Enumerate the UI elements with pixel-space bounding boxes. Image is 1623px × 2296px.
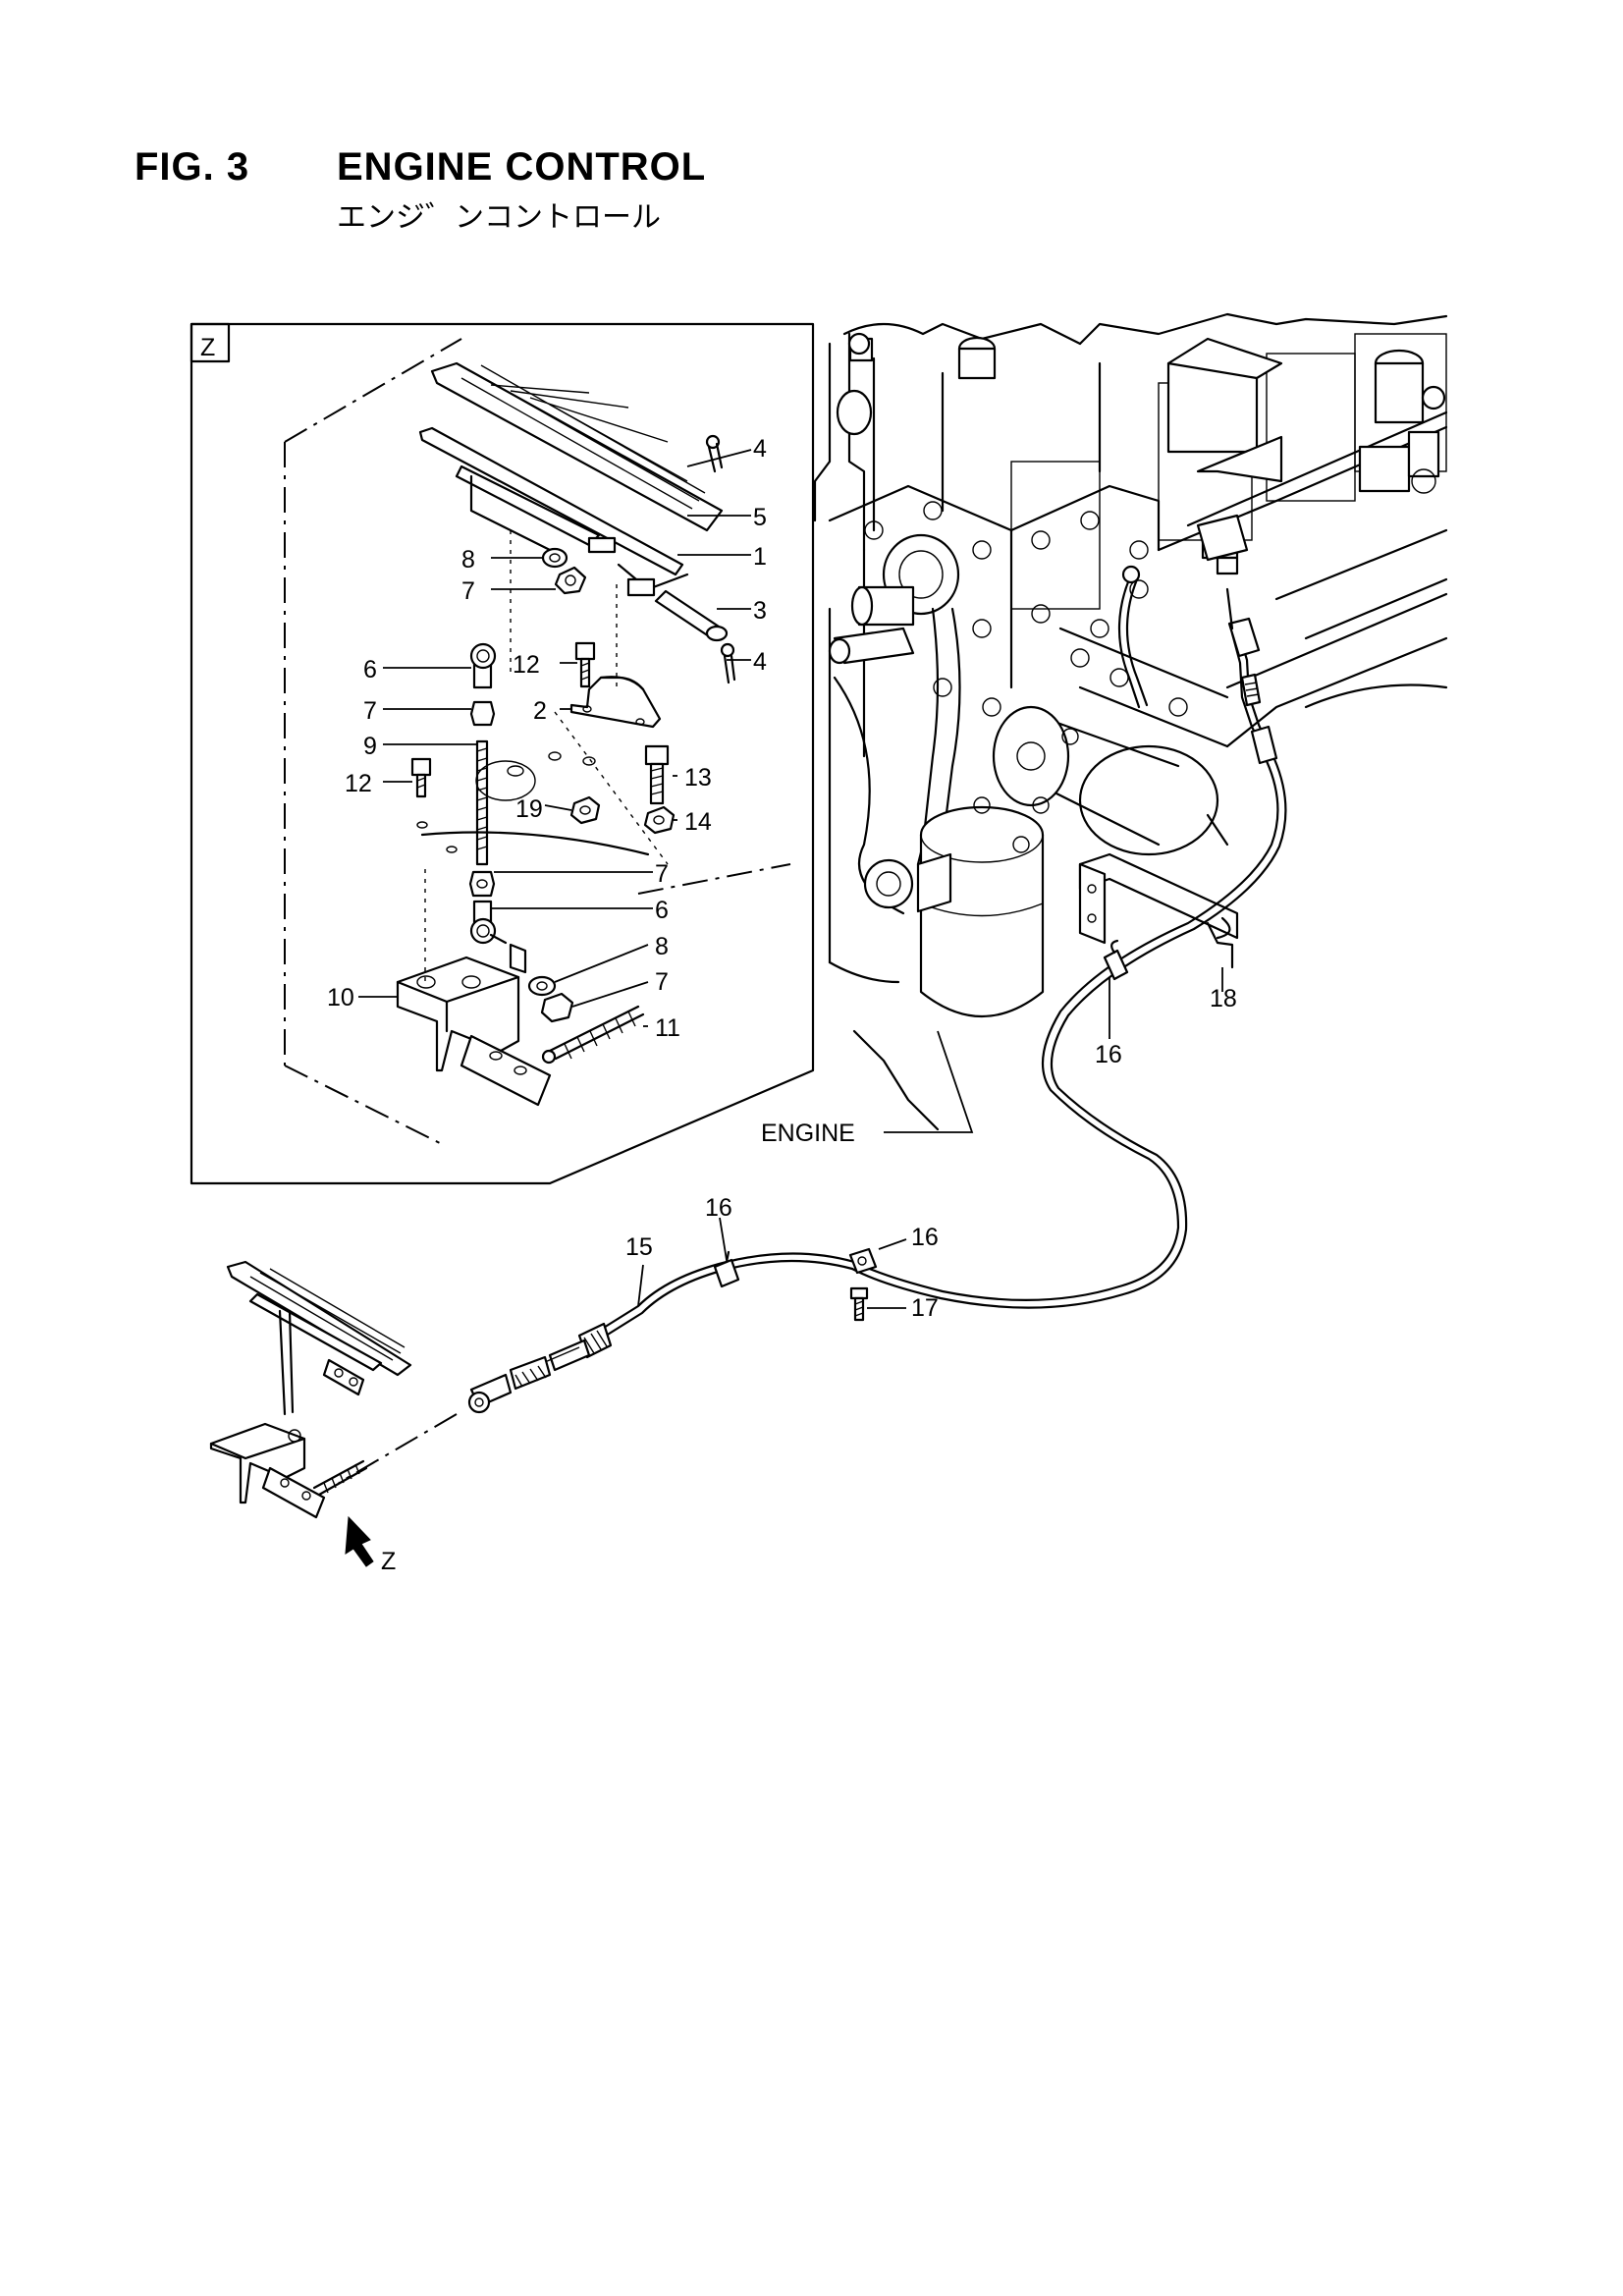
callout-12: 12 bbox=[345, 770, 372, 797]
ball-joint-6b bbox=[469, 900, 508, 945]
screw-17 bbox=[849, 1286, 869, 1322]
detail-view-frame: Z bbox=[189, 322, 815, 1185]
detail-view-label: Z bbox=[200, 334, 215, 361]
callout-3: 3 bbox=[753, 597, 767, 625]
callout-11: 11 bbox=[655, 1014, 680, 1042]
callout-17: 17 bbox=[911, 1294, 939, 1322]
cotter-pin-4a bbox=[705, 434, 724, 473]
callout-19: 19 bbox=[515, 795, 543, 823]
callout-6: 6 bbox=[655, 897, 669, 924]
cable-clamp-16a bbox=[1103, 939, 1129, 981]
callout-13: 13 bbox=[684, 764, 712, 792]
accelerator-pedal-detail bbox=[418, 361, 724, 597]
cable-clamp-16b bbox=[713, 1250, 740, 1288]
washer-8a bbox=[541, 547, 568, 569]
figure-number: FIG. 3 bbox=[135, 145, 250, 189]
callout-8: 8 bbox=[655, 933, 669, 960]
engine-label: ENGINE bbox=[761, 1030, 974, 1147]
callout-16: 16 bbox=[705, 1194, 732, 1222]
cotter-pin-4b bbox=[720, 642, 736, 684]
hinge-bracket-2 bbox=[569, 676, 662, 729]
callout-7: 7 bbox=[363, 697, 377, 725]
callout-2: 2 bbox=[533, 697, 547, 725]
nut-7a bbox=[554, 566, 587, 595]
view-z-arrow: Z bbox=[345, 1515, 396, 1575]
callout-14: 14 bbox=[684, 808, 712, 836]
figure-title: ENGINE CONTROL bbox=[337, 145, 707, 189]
callout-8: 8 bbox=[461, 546, 475, 574]
washer-8b bbox=[527, 975, 557, 997]
nut-7c bbox=[468, 870, 496, 898]
cable-clamp-16c bbox=[848, 1247, 878, 1275]
floor-plate bbox=[416, 751, 650, 856]
pin-3 bbox=[654, 589, 729, 642]
callout-16: 16 bbox=[911, 1224, 939, 1251]
nut-7b bbox=[469, 700, 496, 727]
callout-12: 12 bbox=[513, 651, 540, 679]
engine-block bbox=[813, 312, 1448, 1131]
bolt-13 bbox=[644, 744, 670, 805]
detail-leaders bbox=[358, 449, 752, 1027]
bolt-12b bbox=[410, 757, 432, 798]
callout-5: 5 bbox=[753, 504, 767, 531]
cable-adjuster bbox=[467, 1322, 613, 1414]
figure-subtitle: エンジ゛ンコントロール bbox=[337, 200, 661, 235]
callout-1: 1 bbox=[753, 543, 767, 571]
nut-7d bbox=[540, 992, 574, 1023]
callout-7: 7 bbox=[461, 577, 475, 605]
callout-16: 16 bbox=[1095, 1041, 1122, 1068]
callout-10: 10 bbox=[327, 984, 354, 1011]
engine-side-cable-end bbox=[1117, 514, 1278, 765]
callout-4: 4 bbox=[753, 435, 767, 463]
nut-19 bbox=[569, 795, 601, 825]
bolt-12a bbox=[574, 641, 596, 688]
callout-9: 9 bbox=[363, 733, 377, 760]
callout-6: 6 bbox=[363, 656, 377, 683]
engine-label-text: ENGINE bbox=[761, 1120, 855, 1147]
callout-15: 15 bbox=[625, 1233, 653, 1261]
main-leaders bbox=[637, 967, 1223, 1309]
view-arrow-label: Z bbox=[381, 1548, 396, 1575]
callout-labels: 4 5 1 3 4 8 7 6 12 2 7 9 13 12 19 14 7 6… bbox=[327, 435, 1237, 1322]
callout-18: 18 bbox=[1210, 985, 1237, 1012]
pedal-bracket-10 bbox=[396, 943, 552, 1107]
accelerator-pedal-overview bbox=[209, 1260, 412, 1519]
callout-7: 7 bbox=[655, 968, 669, 996]
ball-joint-6a bbox=[469, 642, 497, 689]
callout-4: 4 bbox=[753, 648, 767, 676]
return-spring-11 bbox=[541, 1005, 645, 1065]
threaded-rod-9 bbox=[475, 739, 489, 866]
callout-7: 7 bbox=[655, 860, 669, 888]
cable-bracket-18 bbox=[1078, 852, 1239, 969]
nut-14 bbox=[643, 805, 676, 835]
detail-phantom-outline bbox=[284, 338, 791, 1145]
